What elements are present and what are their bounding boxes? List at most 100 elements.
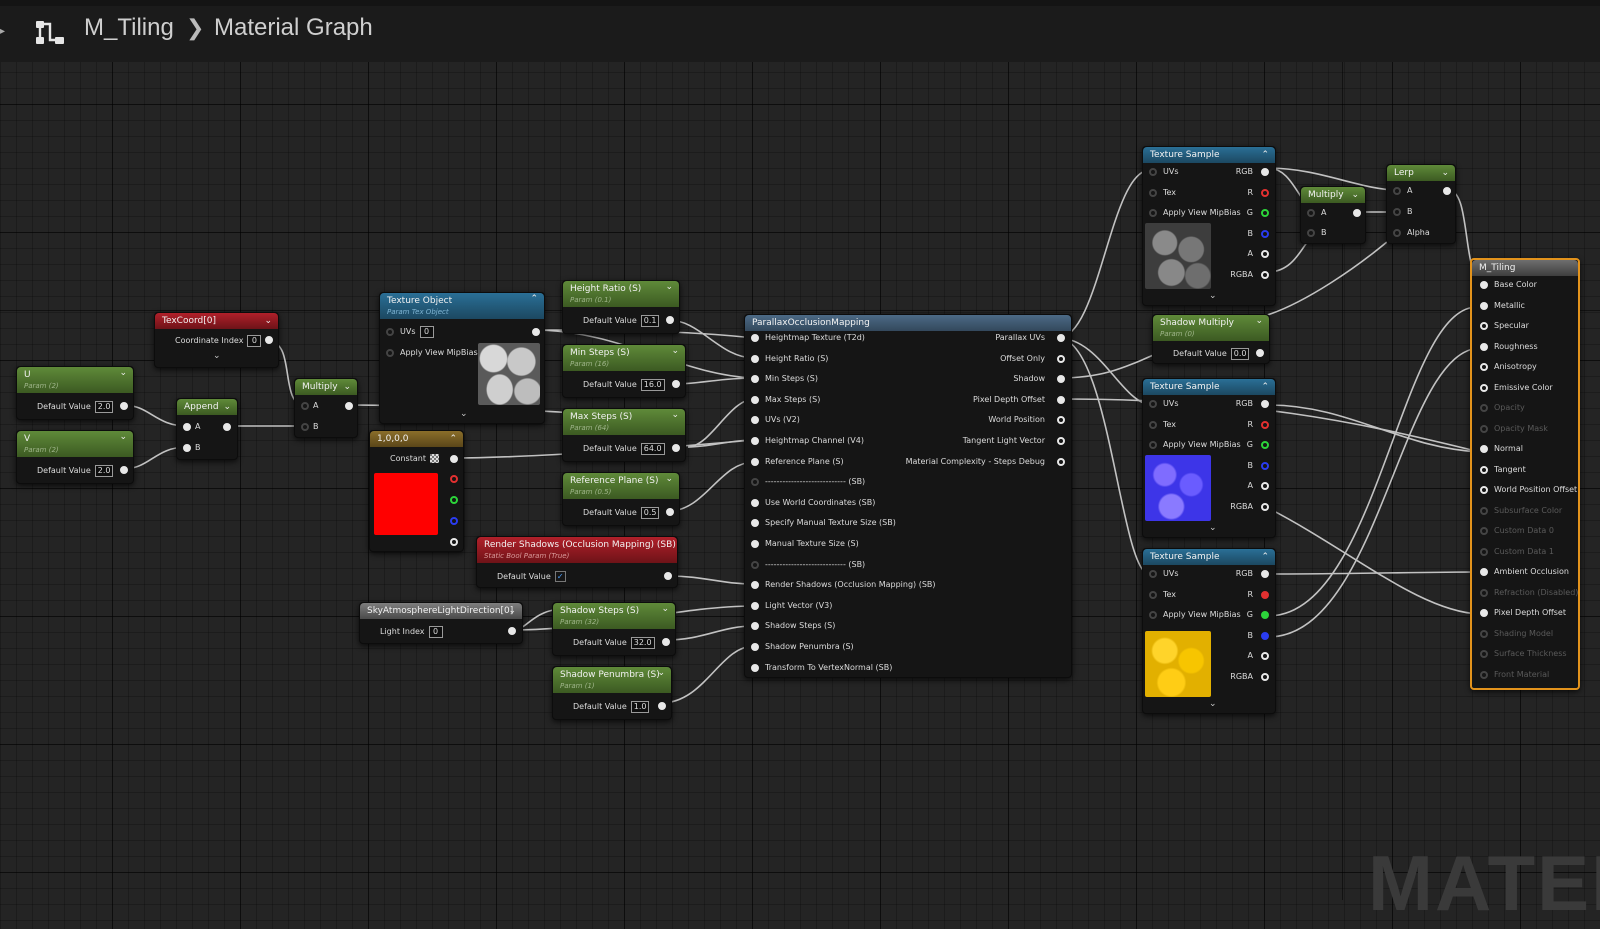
input-pin[interactable] xyxy=(1480,322,1488,330)
input-pin[interactable] xyxy=(751,457,759,466)
chevron-down-icon[interactable]: ⌄ xyxy=(1441,168,1449,178)
input-pin[interactable] xyxy=(1149,570,1157,578)
expand-chevron-icon[interactable]: ⌄ xyxy=(1209,291,1217,301)
input-pin[interactable] xyxy=(1480,342,1488,351)
output-pin[interactable] xyxy=(1261,570,1269,578)
input-pin-b[interactable] xyxy=(1307,229,1315,237)
chevron-down-icon[interactable]: ⌄ xyxy=(1351,190,1359,200)
input-pin[interactable] xyxy=(1480,670,1488,679)
node-header[interactable]: Append⌄ xyxy=(177,399,237,415)
node-append[interactable]: Append⌄ A B xyxy=(176,398,238,460)
output-pin[interactable] xyxy=(1261,229,1269,238)
input-pin[interactable] xyxy=(1480,527,1488,535)
input-pin[interactable] xyxy=(1149,420,1157,429)
input-pin[interactable] xyxy=(751,498,759,507)
collapse-arrow-icon[interactable]: ⌃ xyxy=(449,434,457,444)
input-pin[interactable] xyxy=(1480,568,1488,576)
input-pin[interactable] xyxy=(751,416,759,425)
node-header[interactable]: ParallaxOcclusionMapping xyxy=(745,315,1071,331)
output-pin[interactable] xyxy=(1057,395,1065,404)
input-pin-b[interactable] xyxy=(1393,208,1401,216)
output-pin[interactable] xyxy=(1261,400,1269,408)
chevron-down-icon[interactable]: ⌄ xyxy=(661,604,669,614)
collapse-arrow-icon[interactable]: ⌃ xyxy=(530,294,538,304)
node-header[interactable]: Texture Sample⌃ xyxy=(1143,147,1275,163)
default-value-field[interactable]: 2.0 xyxy=(94,401,114,413)
collapse-arrow-icon[interactable]: ⌃ xyxy=(1261,552,1269,562)
output-pin[interactable] xyxy=(1261,652,1269,660)
breadcrumb-graph[interactable]: Material Graph xyxy=(214,14,373,41)
input-pin[interactable] xyxy=(1480,629,1488,638)
input-pin[interactable] xyxy=(751,581,759,590)
output-pin[interactable] xyxy=(1261,188,1269,197)
output-pin[interactable] xyxy=(1261,631,1269,640)
output-pin[interactable] xyxy=(1057,457,1065,466)
chevron-down-icon[interactable]: ⌄ xyxy=(223,402,231,412)
input-pin[interactable] xyxy=(1480,363,1488,371)
chevron-down-icon[interactable]: ⌄ xyxy=(665,282,673,292)
output-pin[interactable] xyxy=(1261,270,1269,279)
output-pin[interactable] xyxy=(450,455,458,463)
input-pin-a[interactable] xyxy=(183,423,191,431)
input-pin[interactable] xyxy=(1480,486,1488,494)
node-header[interactable]: TexCoord[0]⌄ xyxy=(155,313,278,329)
default-value-field[interactable]: 0.1 xyxy=(640,315,660,327)
output-pin[interactable] xyxy=(672,444,680,452)
output-pin[interactable] xyxy=(1353,209,1361,217)
node-header[interactable]: Multiply⌄ xyxy=(1301,187,1365,203)
node-header[interactable]: Max Steps (S)Param (64)⌄ xyxy=(563,409,685,435)
input-pin-a[interactable] xyxy=(301,402,309,410)
chevron-down-icon[interactable]: ⌄ xyxy=(665,474,673,484)
expand-chevron-icon[interactable]: ⌄ xyxy=(1209,523,1217,533)
output-pin-g[interactable] xyxy=(450,496,458,504)
output-pin[interactable] xyxy=(1261,672,1269,681)
input-pin[interactable] xyxy=(1480,650,1488,658)
output-pin[interactable] xyxy=(664,572,672,580)
node-parallax-occlusion-mapping[interactable]: ParallaxOcclusionMapping Heightmap Textu… xyxy=(744,314,1072,678)
output-pin[interactable] xyxy=(1261,441,1269,449)
input-pin-a[interactable] xyxy=(1393,187,1401,195)
input-pin[interactable] xyxy=(1480,424,1488,433)
breadcrumb-asset[interactable]: M_Tiling xyxy=(84,14,174,41)
node-sky-atmosphere-light-direction[interactable]: SkyAtmosphereLightDirection[0]⌄ Light In… xyxy=(359,602,523,644)
input-pin[interactable] xyxy=(751,519,759,528)
node-header[interactable]: Texture Sample⌃ xyxy=(1143,379,1275,395)
coordinate-index-field[interactable]: 0 xyxy=(247,335,262,347)
input-pin[interactable] xyxy=(1149,400,1157,408)
input-pin[interactable] xyxy=(751,622,759,631)
input-pin[interactable] xyxy=(1480,383,1488,392)
chevron-down-icon[interactable]: ⌄ xyxy=(508,606,516,616)
input-pin[interactable] xyxy=(1480,445,1488,453)
node-header[interactable]: Multiply⌄ xyxy=(295,379,357,395)
panel-collapse-arrow-icon[interactable]: ▸ xyxy=(0,26,6,37)
output-pin[interactable] xyxy=(223,423,231,431)
input-pin[interactable] xyxy=(1480,609,1488,617)
output-pin[interactable] xyxy=(1261,209,1269,217)
output-pin[interactable] xyxy=(1261,420,1269,429)
node-height-ratio[interactable]: Height Ratio (S)Param (0.1)⌄ Default Val… xyxy=(562,280,680,334)
node-header[interactable]: 1,0,0,0⌃ xyxy=(370,431,463,447)
output-pin-r[interactable] xyxy=(450,475,458,483)
output-pin[interactable] xyxy=(672,380,680,388)
expand-chevron-icon[interactable]: ⌄ xyxy=(1209,699,1217,709)
input-pin[interactable] xyxy=(751,354,759,363)
output-pin[interactable] xyxy=(1256,349,1264,357)
node-multiply-2[interactable]: Multiply⌄ A B xyxy=(1300,186,1366,244)
collapse-arrow-icon[interactable]: ⌃ xyxy=(1261,150,1269,160)
default-value-field[interactable]: 64.0 xyxy=(640,443,665,455)
input-pin[interactable] xyxy=(751,395,759,404)
chevron-down-icon[interactable]: ⌄ xyxy=(119,368,127,378)
input-pin[interactable] xyxy=(1149,188,1157,197)
default-value-field[interactable]: 16.0 xyxy=(640,379,665,391)
node-header[interactable]: Shadow Steps (S)Param (32)⌄ xyxy=(553,603,675,629)
output-pin[interactable] xyxy=(1261,502,1269,511)
output-pin[interactable] xyxy=(658,702,666,710)
node-header[interactable]: Render Shadows (Occlusion Mapping) (SB)S… xyxy=(477,537,677,563)
output-pin[interactable] xyxy=(532,328,540,336)
